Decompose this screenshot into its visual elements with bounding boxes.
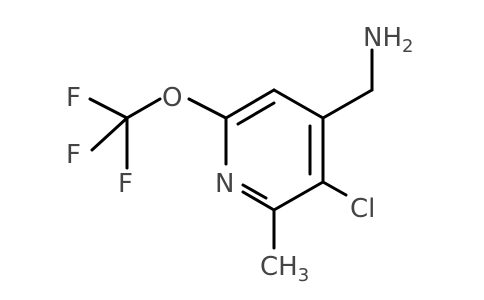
bond-c1-o [187, 97, 228, 120]
atom-fluorine-top: F [66, 83, 81, 113]
atom-oxygen: O [162, 83, 182, 113]
atom-ring-nitrogen: N [215, 169, 234, 199]
bond-ring-c5-n-inner [241, 183, 268, 200]
bond-ring-c4-c5 [272, 180, 325, 212]
bond-ch2-c3 [321, 88, 374, 120]
bond-c4-cl [321, 180, 348, 197]
bond-ring-c1-c2-inner [236, 101, 276, 126]
bond-cf3-f-middle [90, 116, 129, 152]
bond-ring-c5-n [241, 190, 276, 212]
bond-o-cf3 [125, 97, 162, 120]
bond-cf3-f-top [88, 97, 129, 120]
atom-fluorine-bottom: F [118, 169, 133, 199]
atom-amine-nitrogen: NH2 [363, 23, 413, 57]
atom-fluorine-middle: F [66, 140, 81, 170]
atom-chlorine: Cl [350, 194, 375, 224]
bond-ring-c1-c2 [224, 88, 276, 120]
atom-methyl-carbon: CH3 [260, 252, 309, 286]
bond-ring-c2-c3 [272, 88, 325, 120]
